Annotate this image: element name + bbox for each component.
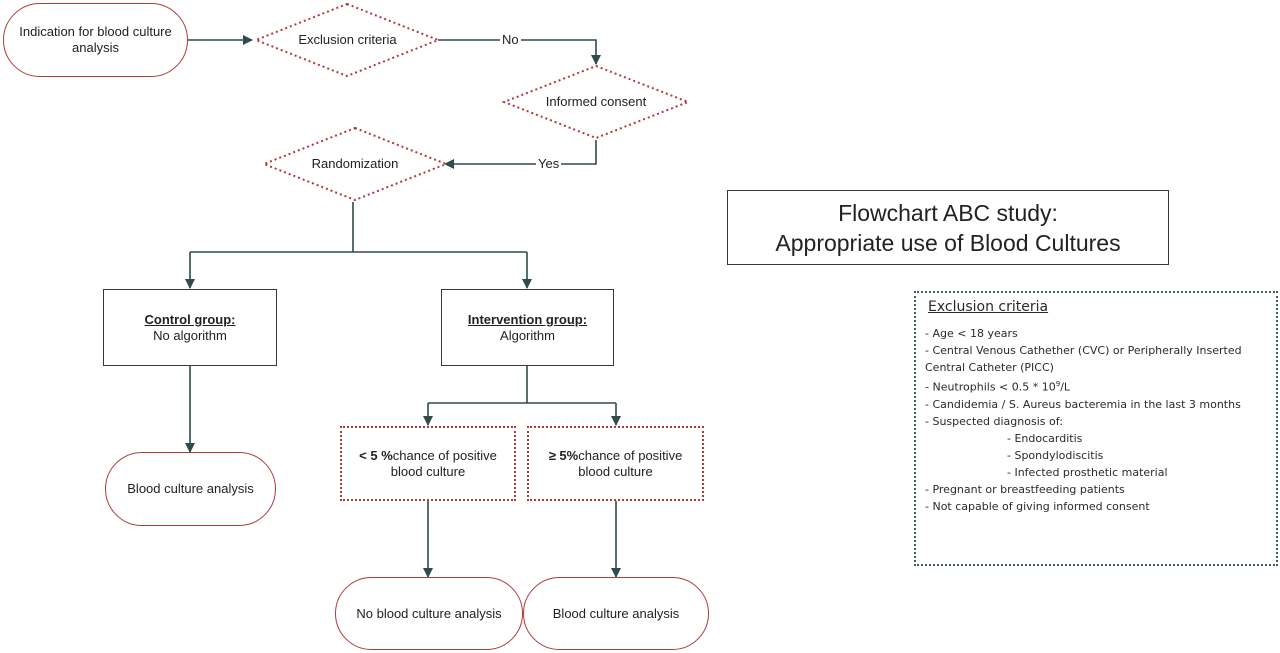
decision-exclusion-label: Exclusion criteria [298,32,397,47]
intervention-group-box: Intervention group: Algorithm [441,289,614,366]
decision-randomization-label: Randomization [311,156,399,171]
criterion-neutrophils-text: - Neutrophils < 0.5 * 10 [925,380,1056,394]
low-chance-box: < 5 %chance of positive blood culture [340,426,516,501]
outcome-control-label: Blood culture analysis [127,481,254,496]
arrow-consent-to-randomization [444,140,597,169]
decision-consent-label: Informed consent [545,94,647,109]
exclusion-criteria-heading: Exclusion criteria [928,299,1049,315]
high-chance-box: ≥ 5%chance of positive blood culture [527,426,704,501]
criterion-pregnant: - Pregnant or breastfeeding patients [925,482,1125,496]
outcome-low-label: No blood culture analysis [356,605,502,621]
decision-exclusion-shape [253,2,441,78]
high-chance-text-2: blood culture [578,463,653,479]
low-chance-text-1: chance of positive [392,447,497,463]
edge-label-yes: Yes [536,156,562,171]
low-chance-threshold: < 5 % [359,447,393,463]
criterion-cvc-line-1: - Central Venous Cathether (CVC) or Peri… [925,344,1242,357]
edge-label-no: No [500,32,521,47]
start-indication: Indication for blood culture analysis [3,3,188,77]
exclusion-criteria-box: Exclusion criteria - Age < 18 years - Ce… [914,291,1278,566]
criterion-cvc-line-2: Central Catheter (PICC) [925,361,1054,374]
criterion-neutrophils-exponent: 9 [1055,380,1061,388]
control-group-box: Control group: No algorithm [103,289,277,366]
decision-randomization-shape [261,126,449,202]
criterion-age: - Age < 18 years [925,327,1018,340]
criterion-prosthetic: - Infected prosthetic material [1007,465,1168,479]
criterion-suspected: - Suspected diagnosis of: [925,414,1063,428]
criterion-consent: - Not capable of giving informed consent [925,499,1150,513]
outcome-control: Blood culture analysis [105,452,276,526]
flowchart-title-line-2: Appropriate use of Blood Cultures [775,229,1121,256]
high-chance-threshold: ≥ 5% [548,447,579,463]
arrow-exclusion-to-consent [438,39,601,65]
outcome-high: Blood culture analysis [523,577,709,650]
flowchart-title-box: Flowchart ABC study: Appropriate use of … [727,190,1169,265]
outcome-high-label: Blood culture analysis [552,605,680,621]
start-label: Indication for blood culture analysis [19,24,172,55]
control-group-text: No algorithm [153,327,227,343]
intervention-group-text: Algorithm [500,327,555,343]
intervention-group-title: Intervention group: [467,311,588,327]
criterion-candidemia: - Candidemia / S. Aureus bacteremia in t… [925,397,1241,411]
criterion-neutrophils: - Neutrophils < 0.5 * 109/L [925,376,1268,396]
criterion-neutrophils-unit: /L [1060,380,1071,394]
criterion-endocarditis: - Endocarditis [1007,431,1083,445]
flowchart-title-line-1: Flowchart ABC study: [838,199,1058,226]
low-chance-text-2: blood culture [390,463,466,479]
high-chance-text-1: chance of positive [578,447,683,463]
outcome-low: No blood culture analysis [335,577,523,650]
criterion-spondylodiscitis: - Spondylodiscitis [1007,448,1104,462]
control-group-title: Control group: [144,311,236,327]
decision-consent-shape [501,64,691,140]
